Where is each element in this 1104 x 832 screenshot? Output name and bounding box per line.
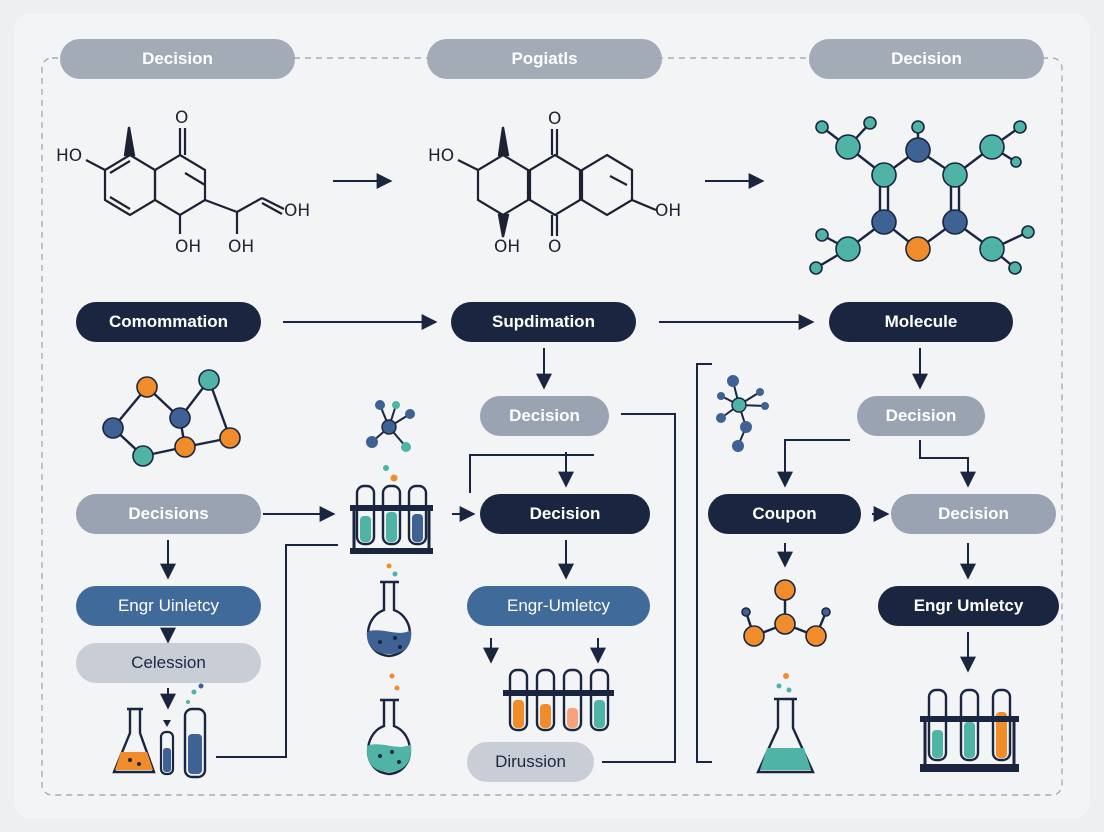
small-molecule-right-icon <box>716 375 769 452</box>
mol2-label-o-top: O <box>548 109 562 129</box>
node-decision-right-top: Decision <box>857 396 985 436</box>
structure-2-icon <box>457 126 657 238</box>
node-decision-right: Decision <box>891 494 1056 534</box>
connector-right-bracket <box>696 363 712 763</box>
erlenmeyer-flask-icon <box>756 673 815 774</box>
mol2-label-ho: HO <box>428 146 455 166</box>
structure-1-icon <box>85 126 285 234</box>
node-decisions: Decisions <box>76 494 261 534</box>
node-molecule: Molecule <box>829 302 1013 342</box>
molecule-network-icon <box>102 369 241 467</box>
connector-left-bottom <box>216 544 338 758</box>
connector-center-loop <box>469 454 594 493</box>
node-coupon: Coupon <box>708 494 861 534</box>
beaker-icon <box>366 673 412 776</box>
connector-center-right <box>602 413 676 763</box>
node-engr-umletcy-center: Engr-Umletcy <box>467 586 650 626</box>
node-engr-uinletcy: Engr Uinletcy <box>76 586 261 626</box>
node-celession: Celession <box>76 643 261 683</box>
atom-network-icon <box>809 116 1035 275</box>
node-decision-center-top: Decision <box>480 396 609 436</box>
mol1-label-oh-chain: OH <box>228 237 255 257</box>
mol2-label-oh-right: OH <box>655 201 682 221</box>
node-supdimation: Supdimation <box>451 302 636 342</box>
node-decision-center: Decision <box>480 494 650 534</box>
header-pogiatls: Pogiatls <box>427 39 662 79</box>
flask-left-icon <box>112 683 207 779</box>
header-decision-right: Decision <box>809 39 1044 79</box>
orange-molecule-icon <box>741 579 831 647</box>
test-tubes-icon <box>503 668 614 732</box>
node-engr-umletcy-right: Engr Umletcy <box>878 586 1059 626</box>
connector-decision-coupon <box>777 439 850 488</box>
mol2-label-o-bottom: O <box>548 237 562 257</box>
mol1-label-oh-bottom: OH <box>175 237 202 257</box>
test-tube-rack-icon <box>350 484 433 554</box>
mol1-label-oh-right: OH <box>284 201 311 221</box>
mol1-label-ho: HO <box>56 146 83 166</box>
mol2-label-oh-bottom: OH <box>494 237 521 257</box>
flask-icon <box>366 563 412 658</box>
connector-decision-decision <box>919 440 976 488</box>
node-comommation: Comommation <box>76 302 261 342</box>
mol1-label-o: O <box>175 108 189 128</box>
test-tube-rack-right-icon <box>920 688 1019 772</box>
node-dirussion: Dirussion <box>467 742 594 782</box>
small-molecule-icon <box>366 400 415 482</box>
header-decision-left: Decision <box>60 39 295 79</box>
